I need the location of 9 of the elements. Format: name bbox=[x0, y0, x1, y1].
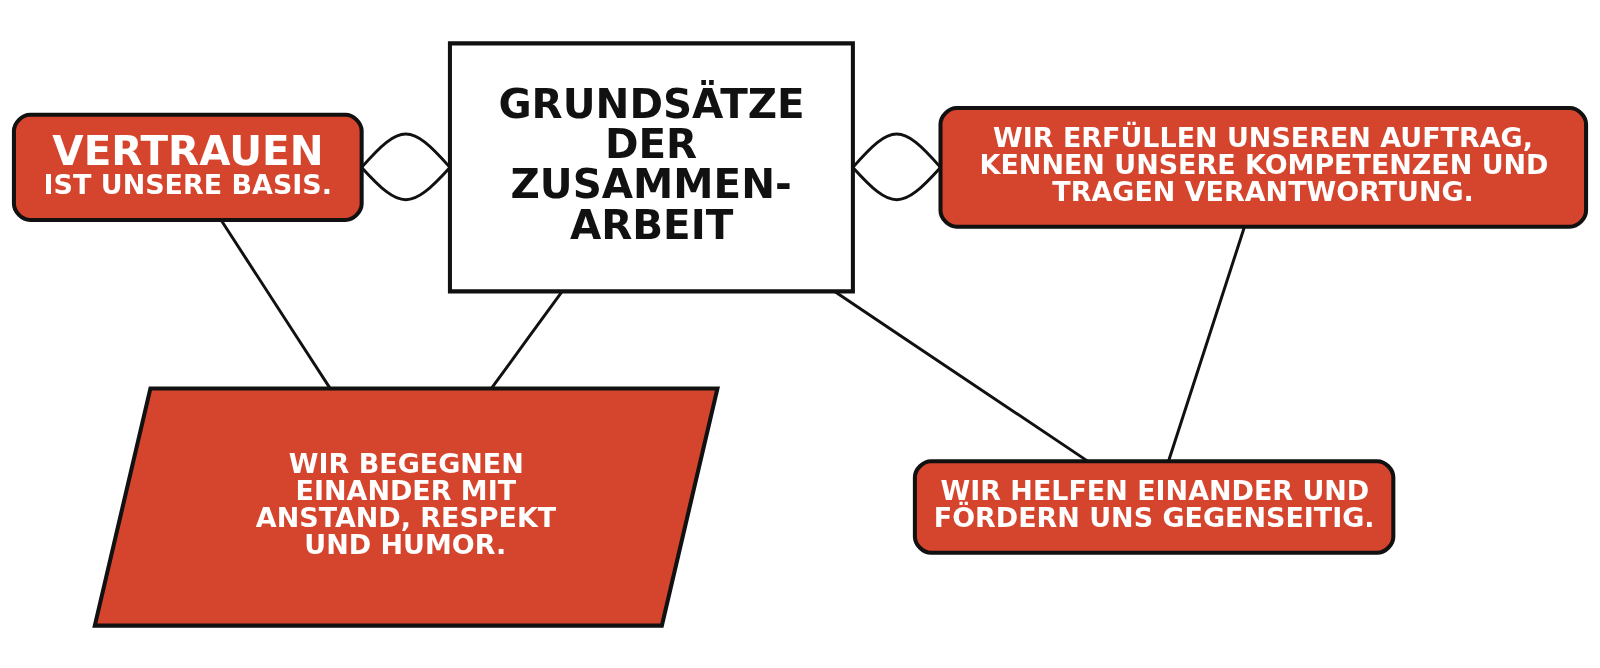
connector bbox=[851, 165, 942, 201]
connector bbox=[851, 132, 942, 168]
connector bbox=[360, 165, 451, 201]
node-box: GRUNDSÄTZE DER ZUSAMMEN- ARBEIT bbox=[447, 40, 855, 293]
node-box: WIR HELFEN EINANDER UND FÖRDERN UNS GEGENSEITIG. bbox=[912, 458, 1396, 555]
node-box: VERTRAUEN IST UNSERE BASIS. bbox=[11, 112, 364, 222]
connector bbox=[490, 290, 564, 389]
node-box: WIR ERFÜLLEN UNSEREN AUFTRAG, KENNEN UNSERE KOMPETENZEN UND TRAGEN VERANTWORTUNG. bbox=[938, 105, 1589, 229]
connector bbox=[1167, 226, 1246, 461]
